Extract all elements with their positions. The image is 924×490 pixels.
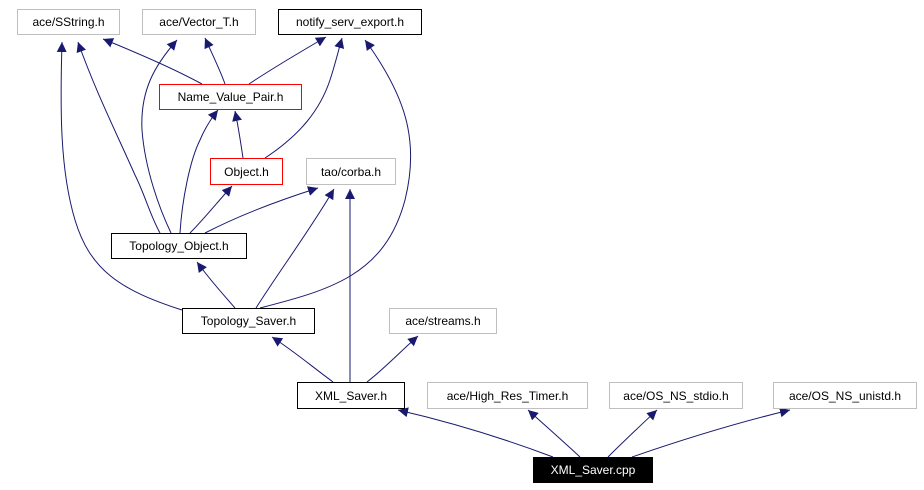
node-xml-saver-h[interactable]: XML_Saver.h xyxy=(297,382,405,409)
edge-xml-saver-h-to-streams xyxy=(366,335,419,383)
edge-xml-saver-cpp-to-os-ns-unistd xyxy=(631,407,791,458)
edge-topology-object-to-object xyxy=(189,185,233,234)
edge-topology-object-to-sstring xyxy=(76,41,161,234)
edge-topology-saver-to-tao-corba xyxy=(255,188,335,309)
edge-xml-saver-cpp-to-high-res-timer xyxy=(527,409,581,458)
edge-topology-object-to-tao-corba xyxy=(204,186,319,234)
node-tao-corba[interactable]: tao/corba.h xyxy=(306,158,396,185)
edge-name-value-pair-to-notify-export xyxy=(248,36,327,85)
edge-xml-saver-cpp-to-os-ns-stdio xyxy=(607,409,658,458)
node-object[interactable]: Object.h xyxy=(210,158,283,185)
node-name-value-pair[interactable]: Name_Value_Pair.h xyxy=(159,84,302,110)
node-xml-saver-cpp: XML_Saver.cpp xyxy=(533,457,653,483)
node-high-res-timer[interactable]: ace/High_Res_Timer.h xyxy=(427,382,588,409)
edge-xml-saver-h-to-topology-saver xyxy=(271,336,334,383)
node-topology-saver[interactable]: Topology_Saver.h xyxy=(182,308,315,334)
edge-topology-saver-to-topology-object xyxy=(196,261,236,309)
edge-name-value-pair-to-sstring xyxy=(102,38,203,85)
node-streams[interactable]: ace/streams.h xyxy=(389,308,497,334)
edge-object-to-name-value-pair xyxy=(232,110,244,159)
edge-name-value-pair-to-vector-t xyxy=(204,37,226,85)
edge-topology-object-to-name-value-pair xyxy=(179,109,219,234)
edge-topology-object-to-vector-t xyxy=(141,39,178,234)
node-os-ns-stdio[interactable]: ace/OS_NS_stdio.h xyxy=(609,382,743,409)
node-os-ns-unistd[interactable]: ace/OS_NS_unistd.h xyxy=(773,382,917,409)
edge-xml-saver-cpp-to-xml-saver-h xyxy=(397,407,554,458)
node-sstring[interactable]: ace/SString.h xyxy=(17,9,120,35)
node-vector-t[interactable]: ace/Vector_T.h xyxy=(142,9,256,35)
edge-topology-saver-to-notify-export xyxy=(259,39,412,309)
node-notify-serv-export[interactable]: notify_serv_export.h xyxy=(278,9,422,35)
edge-object-to-notify-export xyxy=(264,37,345,159)
edge-topology-saver-to-sstring xyxy=(56,41,183,311)
node-topology-object[interactable]: Topology_Object.h xyxy=(111,233,247,259)
